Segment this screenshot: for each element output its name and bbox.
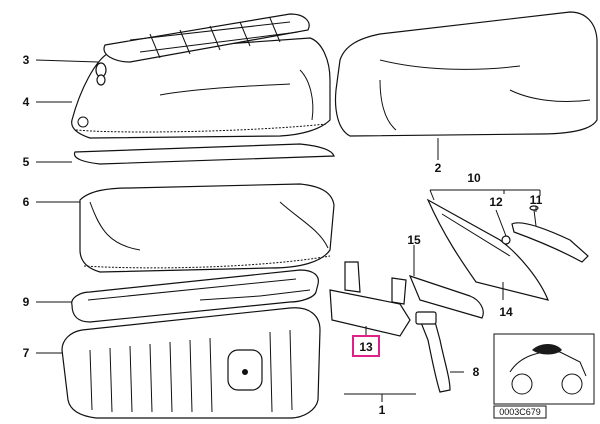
front-wheel-icon <box>511 373 533 395</box>
rain-cover[interactable] <box>334 11 598 137</box>
callout-14: 14 <box>499 305 513 319</box>
callout-10: 10 <box>467 171 481 185</box>
callout-5: 5 <box>23 155 30 169</box>
buckle-icon <box>415 311 437 325</box>
strap-piece[interactable] <box>408 275 484 319</box>
tank-bag-top[interactable] <box>71 13 331 139</box>
rear-wheel-icon <box>561 373 583 395</box>
zipper-pull-icon[interactable] <box>77 116 89 128</box>
washer-icon <box>501 235 511 245</box>
map-pocket-grid <box>129 17 299 59</box>
diagram-code: 0003C679 <box>499 407 541 417</box>
callout-3: 3 <box>23 53 30 67</box>
tank-bag-base[interactable] <box>61 307 321 419</box>
base-plate[interactable] <box>73 143 335 165</box>
frame-with-cable[interactable] <box>71 269 319 323</box>
callout-1: 1 <box>379 403 386 417</box>
key-ring-icon <box>95 62 107 86</box>
callout-2: 2 <box>435 161 442 175</box>
clip-mount-assembly[interactable] <box>329 261 411 337</box>
callout-12: 12 <box>489 195 503 209</box>
side-panel[interactable] <box>426 198 549 301</box>
leader-lines <box>35 59 541 402</box>
callout-6: 6 <box>23 195 30 209</box>
screw-icon <box>529 205 539 227</box>
lock-hole-icon <box>242 369 248 375</box>
callout-15: 15 <box>407 233 421 247</box>
callout-13: 13 <box>359 340 373 354</box>
callout-11: 11 <box>530 193 543 207</box>
tank-bag-position-icon <box>532 344 562 355</box>
strap-with-buckle[interactable] <box>415 311 451 393</box>
mounting-strip[interactable] <box>511 222 589 263</box>
callout-9: 9 <box>23 295 30 309</box>
callout-7: 7 <box>23 346 30 360</box>
motorcycle-thumbnail: 0003C679 <box>493 333 595 419</box>
callout-8: 8 <box>473 365 480 379</box>
highlight-box <box>352 335 380 357</box>
callout-4: 4 <box>23 95 30 109</box>
lower-bag-section[interactable] <box>79 183 335 273</box>
